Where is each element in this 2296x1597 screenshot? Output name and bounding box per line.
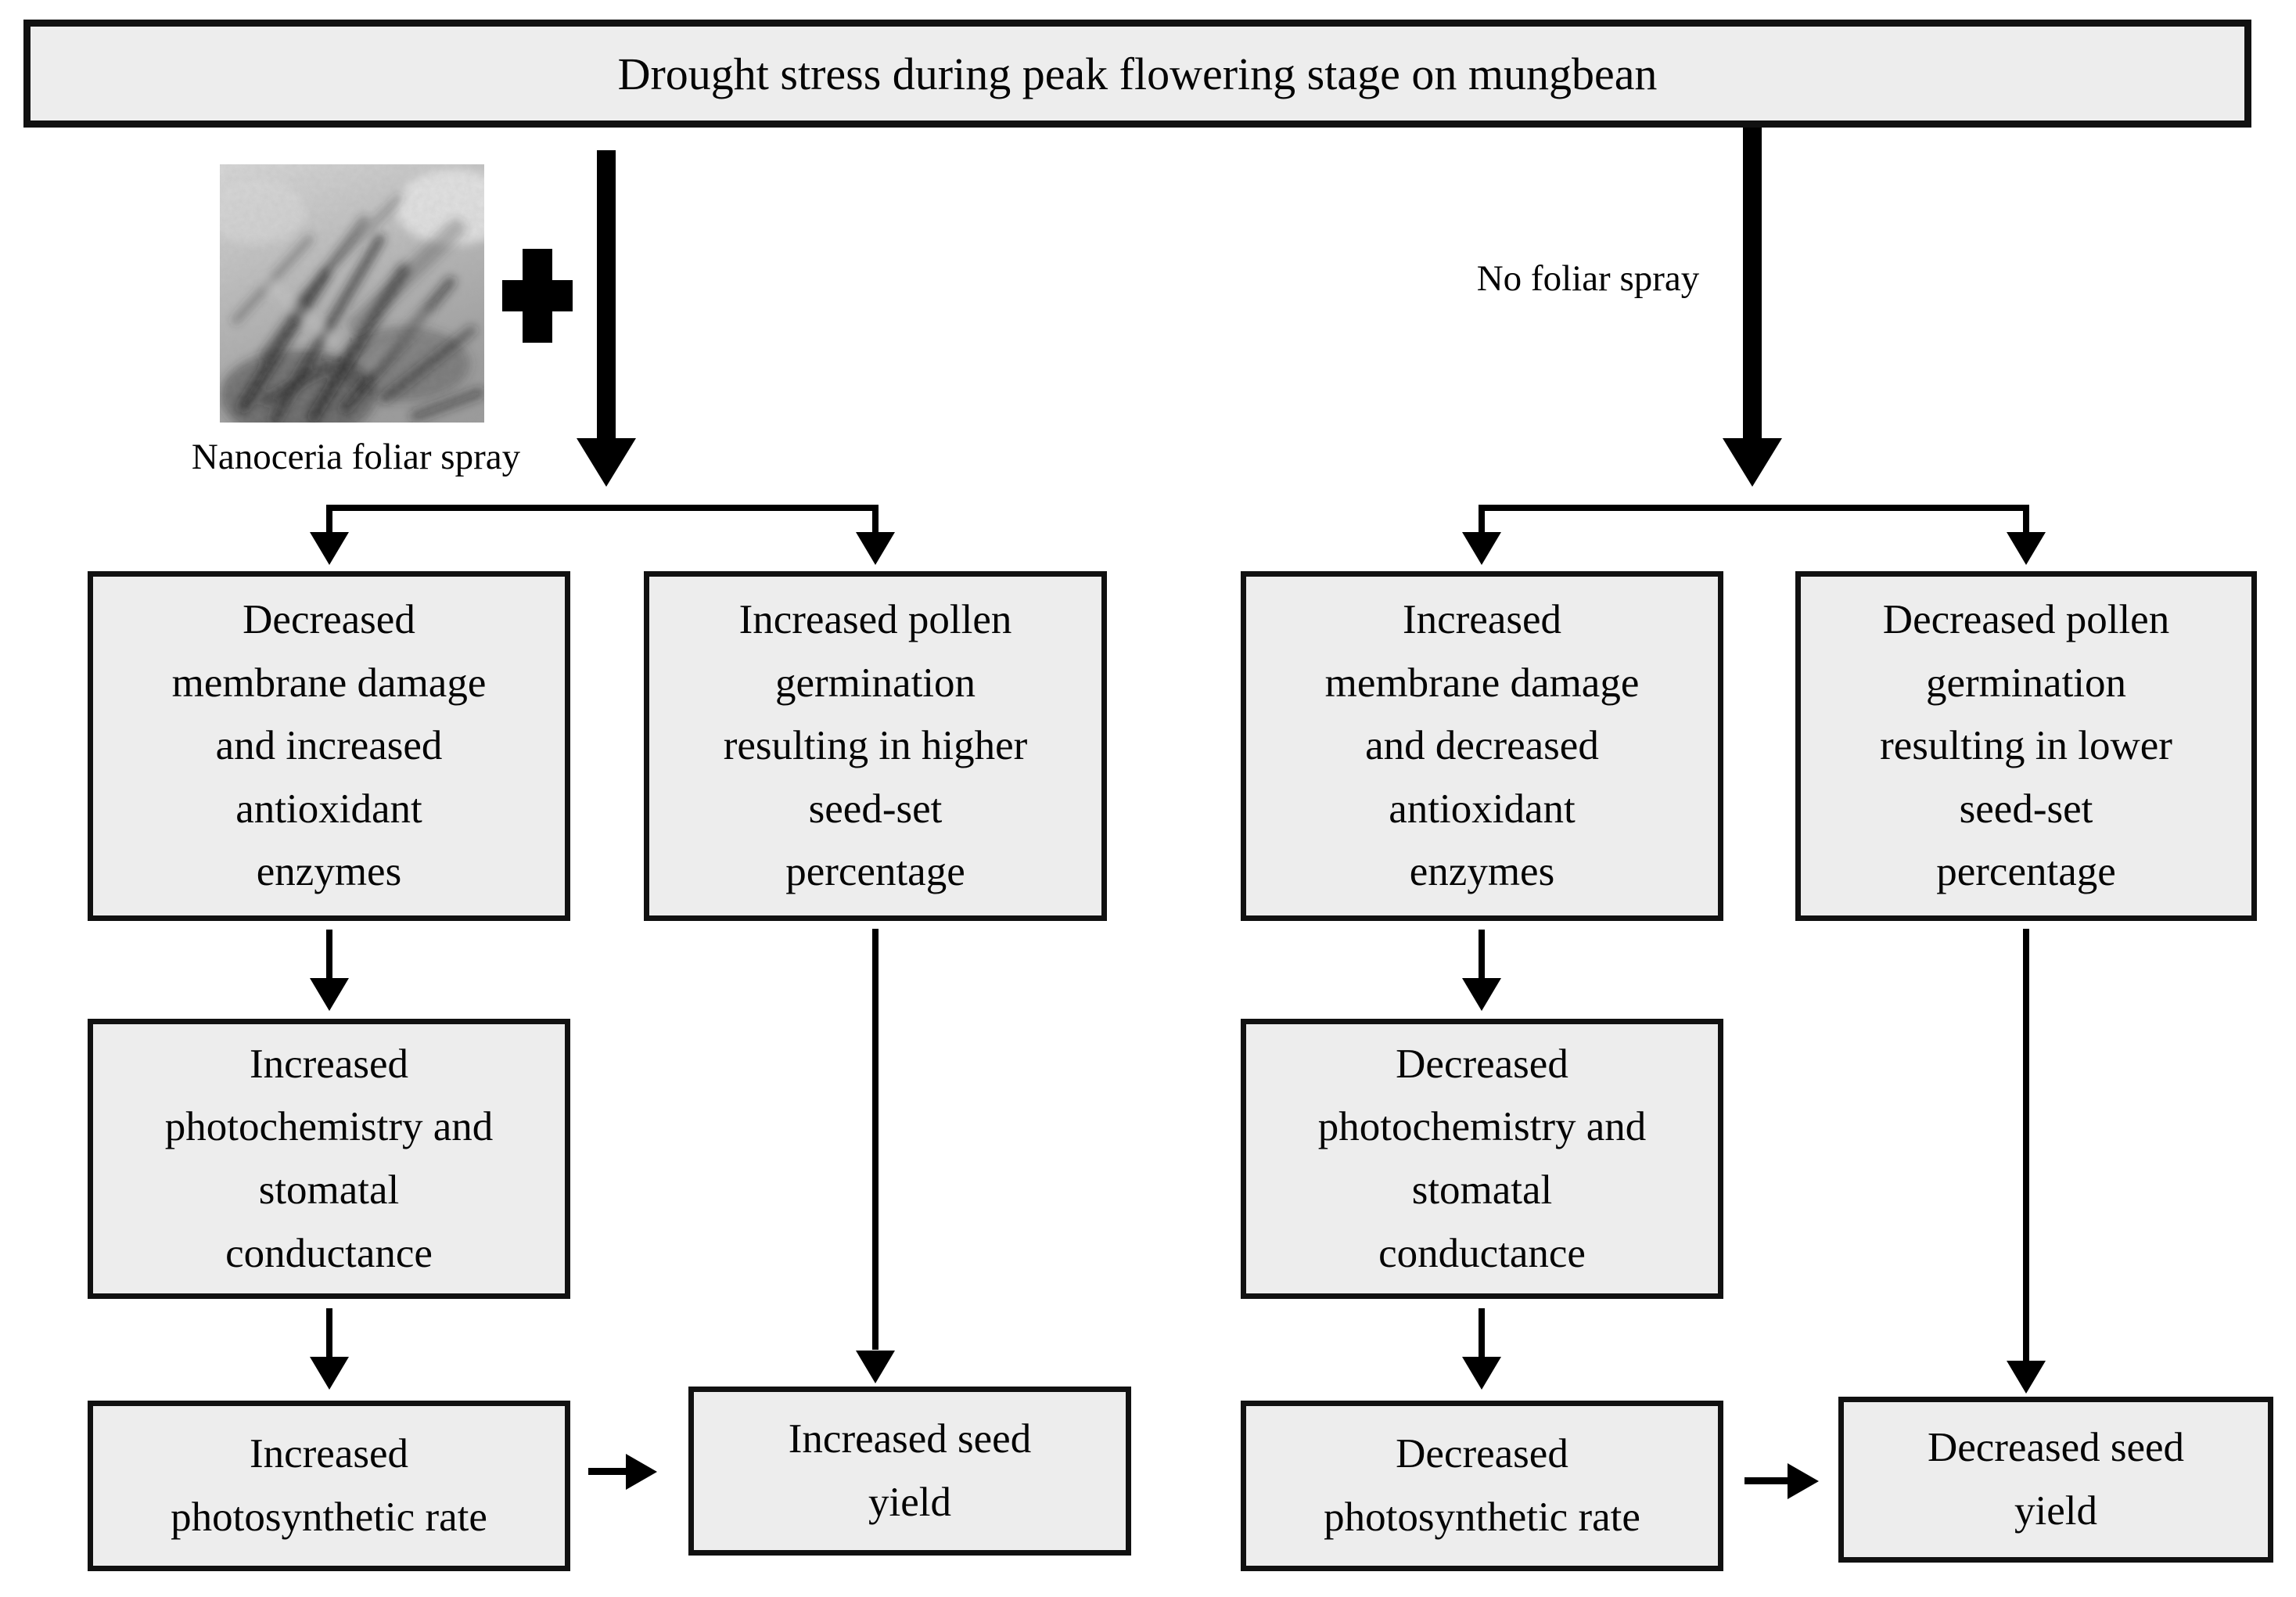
treatment-branch-left-arrowhead-icon (310, 532, 349, 565)
box-treated-pollen-text: Increased pollen germination resulting i… (723, 597, 1028, 895)
box-treated-yield-text: Increased seed yield (788, 1416, 1032, 1525)
box-control-membrane: Increased membrane damage and decreased … (1241, 571, 1723, 921)
arrow-treated-pollen-to-yield-shaft (872, 929, 879, 1350)
box-treated-photochemistry: Increased photochemistry and stomatal co… (88, 1019, 570, 1299)
box-treated-pollen: Increased pollen germination resulting i… (644, 571, 1107, 921)
box-control-membrane-text: Increased membrane damage and decreased … (1324, 597, 1640, 895)
nanoceria-tem-svg (204, 164, 513, 441)
treatment-branch-left-stub (326, 505, 332, 532)
box-control-photochemistry-text: Decreased photochemistry and stomatal co… (1317, 1041, 1647, 1276)
box-control-yield: Decreased seed yield (1838, 1397, 2273, 1563)
plus-icon (502, 249, 573, 343)
control-label: No foliar spray (1476, 258, 1700, 299)
nanoceria-tem-image (204, 164, 513, 441)
arrow-treated-membrane-to-photochemistry-head-icon (310, 978, 349, 1011)
treatment-caption: Nanoceria foliar spray (191, 437, 521, 477)
treatment-branch-right-arrowhead-icon (856, 532, 895, 565)
treatment-branch-hline (326, 505, 879, 511)
arrow-treated-pollen-to-yield-head-icon (856, 1351, 895, 1383)
box-treated-yield: Increased seed yield (688, 1387, 1131, 1556)
treatment-arrow-shaft (597, 150, 616, 438)
box-control-pollen-text: Decreased pollen germination resulting i… (1880, 597, 2172, 895)
control-branch-left-stub (1479, 505, 1485, 532)
arrow-control-photochemistry-to-rate-shaft (1479, 1308, 1485, 1357)
control-arrow-head-icon (1723, 438, 1782, 487)
box-control-yield-text: Decreased seed yield (1927, 1425, 2185, 1534)
title-box: Drought stress during peak flowering sta… (23, 20, 2251, 128)
arrow-treated-photochemistry-to-rate-shaft (326, 1308, 332, 1357)
arrow-control-membrane-to-photochemistry-head-icon (1462, 978, 1501, 1011)
arrow-control-pollen-to-yield-shaft (2023, 929, 2029, 1361)
box-control-photochemistry: Decreased photochemistry and stomatal co… (1241, 1019, 1723, 1299)
treatment-branch-right-stub (872, 505, 879, 532)
page-title: Drought stress during peak flowering sta… (617, 48, 1658, 99)
box-treated-photochemistry-text: Increased photochemistry and stomatal co… (164, 1041, 494, 1276)
box-treated-photosynthesis: Increased photosynthetic rate (88, 1401, 570, 1571)
arrow-control-rate-to-yield-head-icon (1788, 1463, 1819, 1499)
arrow-treated-rate-to-yield-shaft (588, 1468, 626, 1475)
arrow-control-rate-to-yield-shaft (1744, 1477, 1788, 1484)
treatment-arrow-head-icon (577, 438, 636, 487)
control-branch-hline (1479, 505, 2029, 511)
box-treated-membrane-text: Decreased membrane damage and increased … (171, 597, 487, 895)
box-treated-photosynthesis-text: Increased photosynthetic rate (171, 1431, 487, 1540)
control-branch-right-arrowhead-icon (2007, 532, 2046, 565)
arrow-control-photochemistry-to-rate-head-icon (1462, 1357, 1501, 1390)
plus-icon-horizontal-bar (502, 280, 573, 311)
control-branch-right-stub (2023, 505, 2029, 532)
arrow-control-pollen-to-yield-head-icon (2007, 1361, 2046, 1394)
control-arrow-shaft (1743, 128, 1762, 438)
arrow-treated-membrane-to-photochemistry-shaft (326, 930, 332, 978)
arrow-treated-photochemistry-to-rate-head-icon (310, 1357, 349, 1390)
arrow-control-membrane-to-photochemistry-shaft (1479, 930, 1485, 978)
box-treated-membrane: Decreased membrane damage and increased … (88, 571, 570, 921)
box-control-photosynthesis: Decreased photosynthetic rate (1241, 1401, 1723, 1571)
box-control-photosynthesis-text: Decreased photosynthetic rate (1324, 1431, 1640, 1540)
box-control-pollen: Decreased pollen germination resulting i… (1795, 571, 2257, 921)
arrow-treated-rate-to-yield-head-icon (626, 1454, 657, 1490)
control-branch-left-arrowhead-icon (1462, 532, 1501, 565)
